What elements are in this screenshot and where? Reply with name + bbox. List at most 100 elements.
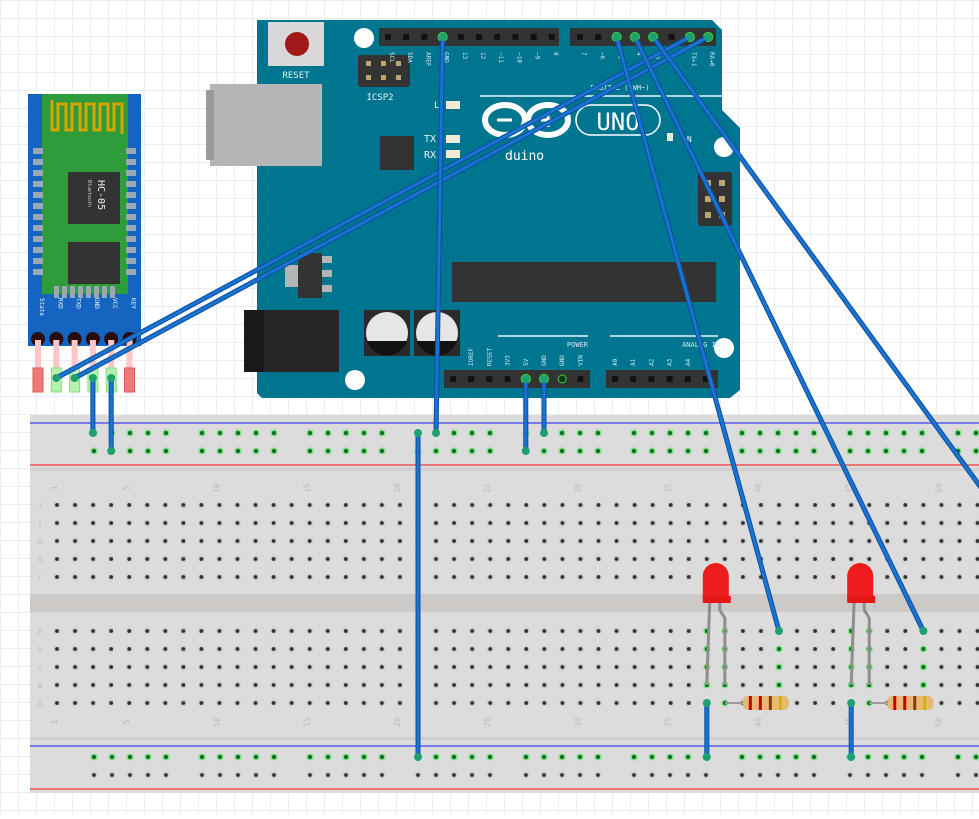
breadboard-hole-center [741,629,745,633]
header-pin[interactable] [450,376,456,382]
header-pin[interactable] [504,376,511,382]
hc05-pin-end-key[interactable] [124,367,135,393]
header-pin[interactable] [512,34,519,40]
breadboard-hole-center [253,521,258,525]
wire-d3-offscreen[interactable] [651,35,979,500]
breadboard-hole-center [686,701,691,705]
breadboard-hole-center [452,773,456,777]
wire-endpoint[interactable] [612,33,621,41]
column-number: 30 [573,717,582,727]
resistor[interactable] [887,696,934,710]
header-pin[interactable] [494,34,501,40]
breadboard-hole-center [163,701,168,705]
breadboard-hole-center [542,647,547,651]
header-pin[interactable] [648,376,655,382]
breadboard-hole-center [632,557,637,561]
wire-endpoint[interactable] [432,429,440,437]
wire-endpoint[interactable] [107,374,116,382]
header-pin[interactable] [385,34,391,40]
wire-arduino-gnd-to-rail[interactable] [434,35,445,435]
wire-endpoint[interactable] [107,447,116,455]
wire-endpoint[interactable] [540,375,548,383]
wire-endpoint[interactable] [414,753,422,761]
header-pin-highlight[interactable] [557,374,567,384]
header-pin[interactable] [666,376,673,382]
breadboard-hole-center [73,647,77,651]
breadboard-hole-center [145,629,150,633]
header-pin[interactable] [630,376,637,382]
header-pin[interactable] [577,34,583,40]
header-pin[interactable] [684,376,691,382]
breadboard-hole-center [867,503,872,507]
header-pin[interactable] [421,34,428,40]
breadboard-hole-center [921,539,926,543]
breadboard-hole-center [73,683,77,687]
breadboard-hole-center [632,755,636,759]
wire-endpoint[interactable] [649,33,658,41]
breadboard-hole-center [542,629,547,633]
header-pin[interactable] [403,34,410,40]
header-pin[interactable] [612,376,618,382]
column-number: 10 [212,483,221,493]
row-label: A [38,700,43,708]
wire-endpoint[interactable] [88,374,97,382]
pin-label: VIN [577,355,584,366]
wire-endpoint[interactable] [88,429,97,437]
wire-endpoint[interactable] [70,374,79,382]
wire-endpoint[interactable] [438,33,447,41]
red-led[interactable] [702,563,729,600]
header-pin[interactable] [486,376,493,382]
wire-endpoint[interactable] [702,753,711,761]
hc05-pin-end-state[interactable] [32,367,44,393]
breadboard-hole-center [524,647,529,651]
breadboard-hole-center [361,629,366,633]
castellated-pad [33,181,43,187]
wire-endpoint[interactable] [521,447,530,455]
castellated-pad [33,159,43,165]
header-pin[interactable] [703,376,709,382]
wire-hc05-rxd-to-tx[interactable] [54,35,692,380]
column-number: 50 [934,483,943,493]
wire-endpoint[interactable] [630,33,639,41]
wire-d4-to-led2[interactable] [633,35,925,633]
hc05-subtitle: Bluetooth [86,180,92,207]
reset-button-cap[interactable] [285,32,309,56]
breadboard-hole-center [614,665,619,669]
header-pin[interactable] [548,34,555,40]
header-pin[interactable] [577,376,584,382]
header-pin[interactable] [476,34,482,40]
wire-endpoint[interactable] [414,429,422,437]
breadboard-hole-center [434,755,438,759]
breadboard-hole-center [758,755,762,759]
wire-endpoint[interactable] [521,375,530,383]
wire-endpoint[interactable] [919,627,928,635]
breadboard-hole-center [127,503,132,507]
breadboard-hole-center [704,521,709,525]
column-number: 40 [754,483,763,493]
wire-endpoint[interactable] [685,33,694,41]
wire-endpoint[interactable] [702,699,711,707]
header-pin[interactable] [595,34,602,40]
breadboard[interactable]: JIHGFEDCBA115510101515202025253030353540… [30,415,979,793]
wire-hc05-txd-to-rx[interactable] [73,35,710,380]
wire-endpoint[interactable] [704,33,713,41]
wire-endpoint[interactable] [847,699,856,707]
header-pin[interactable] [468,376,475,382]
breadboard-hole-center [975,575,979,579]
breadboard-hole-center [271,539,276,543]
breadboard-hole-center [235,665,240,669]
breadboard-hole-center [235,575,240,579]
resistor[interactable] [742,696,789,710]
wire-endpoint[interactable] [52,374,61,382]
wire-endpoint[interactable] [540,429,548,437]
wire-endpoint[interactable] [775,627,783,635]
wire-d5-to-led1[interactable] [615,35,781,633]
wire-endpoint[interactable] [847,753,856,761]
header-pin[interactable] [668,34,675,40]
breadboard-hole-center [939,557,944,561]
red-led[interactable] [847,563,874,600]
header-pin[interactable] [530,34,537,40]
header-pin[interactable] [457,34,464,40]
